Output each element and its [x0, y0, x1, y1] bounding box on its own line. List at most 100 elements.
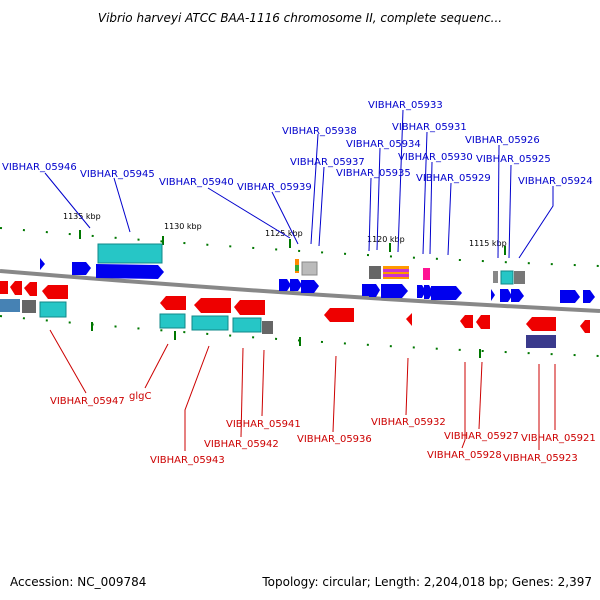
gene-label[interactable]: VIBHAR_05921 [521, 433, 596, 444]
gene-label[interactable]: VIBHAR_05947 [50, 396, 125, 407]
gene-block-magenta[interactable] [423, 268, 430, 280]
gene-block-cyan[interactable] [232, 317, 262, 333]
gene-arrow-forward[interactable] [431, 286, 462, 300]
gene-block-striped[interactable] [383, 274, 409, 277]
gene-block-gray[interactable] [369, 266, 381, 279]
gene-block-gray[interactable] [22, 300, 36, 313]
gene-label[interactable]: VIBHAR_05927 [444, 431, 519, 442]
leader-line [184, 345, 210, 451]
gene-block-gray[interactable] [493, 271, 498, 283]
gene-block-cyan[interactable] [191, 315, 229, 331]
gene-arrow-reverse[interactable] [0, 281, 8, 294]
leader-line [261, 349, 265, 417]
gene-label[interactable]: VIBHAR_05932 [371, 417, 446, 428]
gene-arrow-reverse[interactable] [194, 298, 231, 313]
leader-line [240, 347, 244, 438]
gene-arrow-reverse[interactable] [580, 320, 590, 333]
gene-label[interactable]: VIBHAR_05931 [392, 122, 467, 133]
gene-arrow-forward[interactable] [491, 289, 495, 301]
gene-label[interactable]: VIBHAR_05924 [518, 176, 593, 187]
gene-block-navy[interactable] [526, 335, 556, 348]
gene-label[interactable]: VIBHAR_05936 [297, 434, 372, 445]
gene-block-gray[interactable] [262, 321, 273, 334]
forward-gene-labels: VIBHAR_05946 VIBHAR_05945 VIBHAR_05940 V… [2, 100, 593, 193]
gene-block-striped[interactable] [383, 266, 409, 279]
map-title: Vibrio harveyi ATCC BAA-1116 chromosome … [98, 11, 502, 25]
gene-arrow-reverse[interactable] [234, 300, 265, 315]
gene-arrow-forward[interactable] [511, 289, 524, 302]
gene-arrow-forward[interactable] [381, 284, 408, 298]
gene-label[interactable]: VIBHAR_05935 [336, 168, 411, 179]
gene-arrow-forward[interactable] [424, 285, 433, 299]
gene-arrow-reverse[interactable] [10, 281, 22, 295]
gene-arrow-forward[interactable] [290, 279, 302, 291]
gene-label[interactable]: VIBHAR_05934 [346, 139, 421, 150]
leader-line [422, 131, 428, 255]
leader-line [368, 177, 372, 252]
gene-block-gray[interactable] [514, 271, 525, 284]
gene-block-cyan[interactable] [500, 270, 514, 285]
gene-arrow-reverse[interactable] [160, 296, 186, 310]
accession-text: Accession: NC_009784 [10, 575, 146, 589]
gene-label[interactable]: VIBHAR_05942 [204, 439, 279, 450]
gene-block-steelblue[interactable] [0, 299, 20, 312]
gene-label[interactable]: VIBHAR_05926 [465, 135, 540, 146]
gene-block-gray[interactable] [301, 261, 318, 276]
gene-label[interactable]: VIBHAR_05945 [80, 169, 155, 180]
gene-arrow-forward[interactable] [72, 262, 91, 275]
reverse-leader-lines [49, 329, 556, 451]
leader-line [518, 186, 554, 259]
gene-arrow-forward[interactable] [96, 264, 164, 279]
major-ticks [79, 230, 506, 358]
chromosome-backbone [0, 269, 600, 313]
gene-arrow-forward[interactable] [560, 290, 580, 303]
gene-label[interactable]: VIBHAR_05923 [503, 453, 578, 464]
reverse-gene-labels: VIBHAR_05947 glgC VIBHAR_05943 VIBHAR_05… [50, 391, 596, 466]
gene-label[interactable]: VIBHAR_05930 [398, 152, 473, 163]
gene-arrow-forward[interactable] [279, 279, 291, 291]
leader-line [461, 362, 466, 449]
reverse-features [0, 281, 590, 348]
gene-arrow-reverse[interactable] [24, 282, 37, 296]
leader-line [397, 109, 404, 253]
gene-label[interactable]: VIBHAR_05940 [159, 177, 234, 188]
gene-label[interactable]: VIBHAR_05933 [368, 100, 443, 111]
gene-arrow-forward[interactable] [583, 290, 595, 303]
gene-arrow-reverse[interactable] [406, 313, 412, 326]
tick-label: 1115 kbp [469, 239, 507, 248]
gene-arrow-reverse[interactable] [42, 285, 68, 299]
gene-label[interactable]: VIBHAR_05943 [150, 455, 225, 466]
gene-label[interactable]: VIBHAR_05946 [2, 162, 77, 173]
gene-label[interactable]: VIBHAR_05929 [416, 173, 491, 184]
gene-block-multicolor[interactable] [295, 265, 299, 271]
gene-arrow-forward[interactable] [40, 258, 45, 270]
leader-line [207, 187, 291, 239]
leader-line [44, 172, 91, 229]
gene-arrow-reverse[interactable] [476, 315, 490, 329]
gene-label[interactable]: VIBHAR_05939 [237, 182, 312, 193]
gene-block-cyan[interactable] [97, 243, 163, 264]
leader-line [113, 177, 131, 233]
gene-label[interactable]: VIBHAR_05937 [290, 157, 365, 168]
gene-block-cyan[interactable] [159, 313, 186, 329]
leader-line [447, 182, 452, 256]
gene-arrow-reverse[interactable] [324, 308, 354, 322]
leader-line [144, 343, 169, 389]
gene-arrow-forward[interactable] [417, 285, 426, 298]
gene-block-cyan[interactable] [39, 301, 67, 318]
gene-block-striped[interactable] [383, 269, 409, 272]
gene-label[interactable]: VIBHAR_05941 [226, 419, 301, 430]
leader-line [478, 361, 483, 430]
gene-label[interactable]: glgC [129, 391, 151, 402]
gene-arrow-reverse[interactable] [460, 315, 473, 328]
gene-arrow-reverse[interactable] [526, 317, 556, 331]
inner-tick-ring [0, 315, 600, 357]
gene-arrow-forward[interactable] [301, 280, 319, 293]
gene-arrow-forward[interactable] [369, 284, 380, 297]
gene-label[interactable]: VIBHAR_05928 [427, 450, 502, 461]
gene-label[interactable]: VIBHAR_05938 [282, 126, 357, 137]
gene-arrow-forward[interactable] [500, 289, 512, 302]
leader-line [318, 166, 325, 247]
gene-label[interactable]: VIBHAR_05925 [476, 154, 551, 165]
